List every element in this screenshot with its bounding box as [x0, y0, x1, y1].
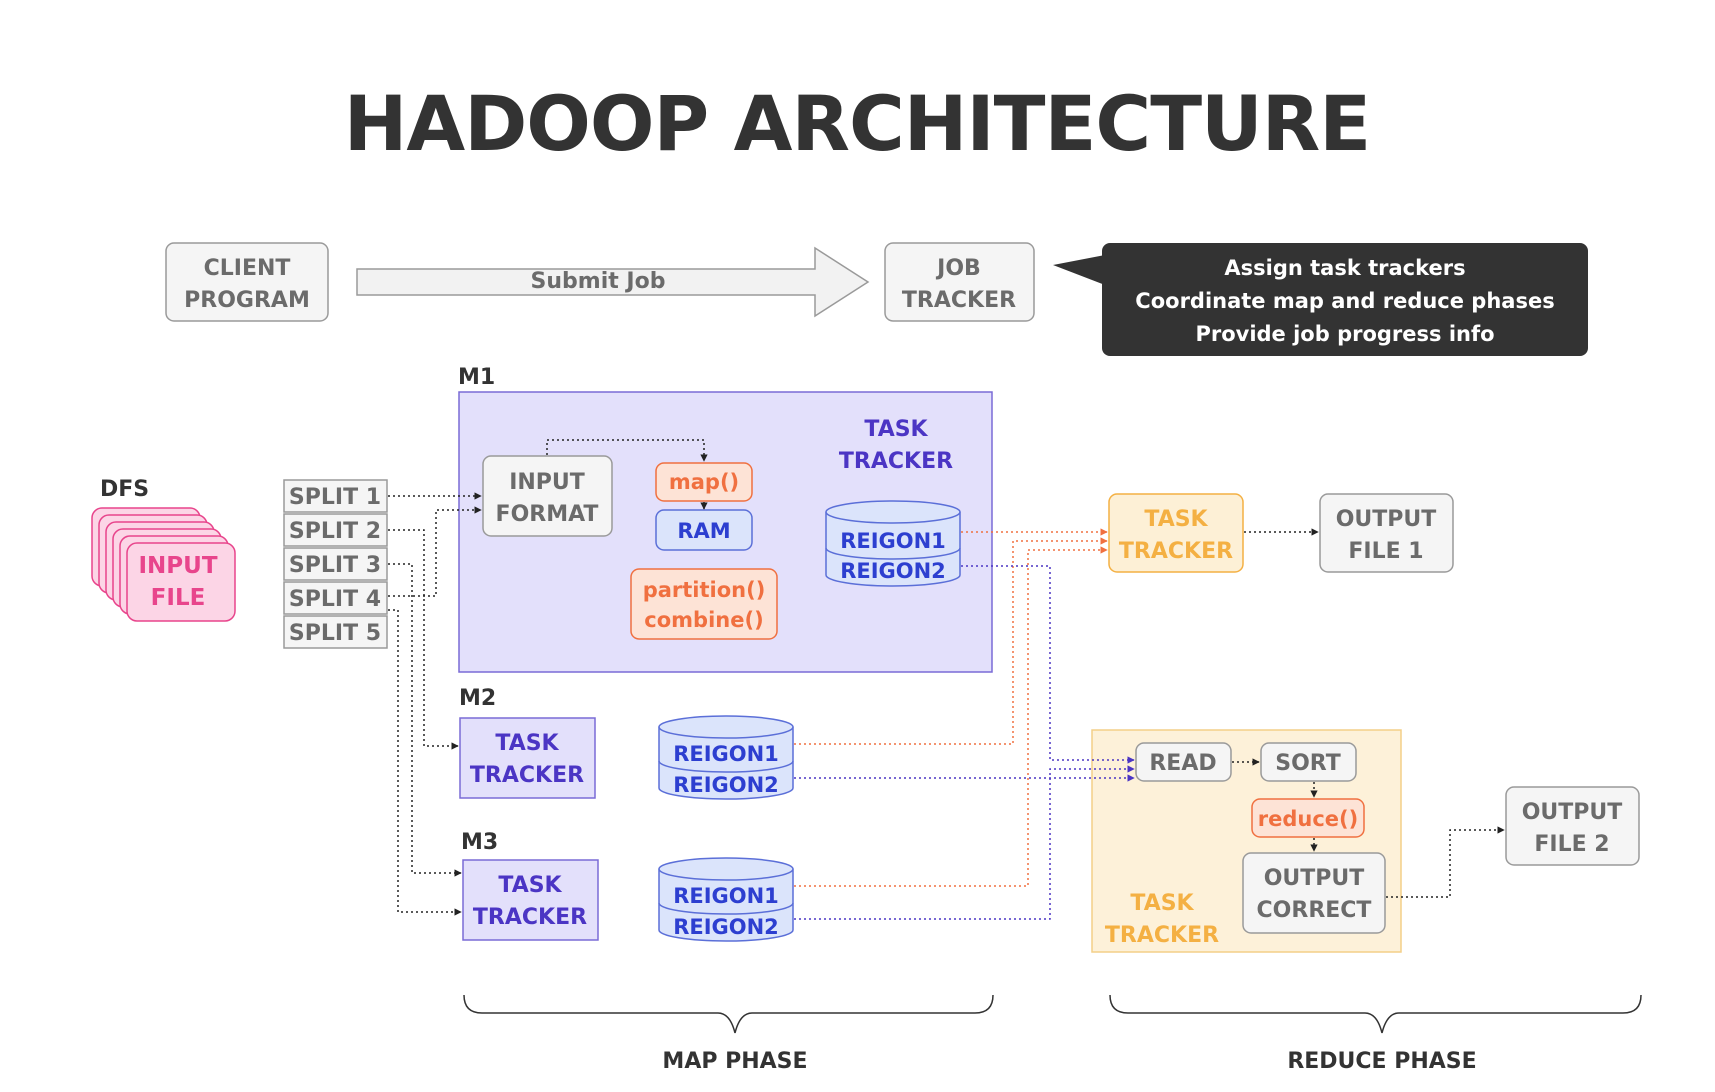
reduce-phase-brace — [1109, 994, 1642, 1034]
m3-regions-cylinder: REIGON1 REIGON2 — [658, 857, 794, 942]
reduce-function-label: reduce() — [1258, 807, 1358, 831]
m3-region2-label: REIGON2 — [673, 915, 779, 939]
output-correct-label-2: CORRECT — [1257, 898, 1372, 923]
partition-label: partition() — [643, 578, 766, 602]
split-1-box — [283, 479, 388, 513]
input-file-stack: INPUT FILE — [91, 507, 236, 622]
m1-task-tracker-label-2: TRACKER — [839, 449, 953, 474]
split-3-label: SPLIT 3 — [289, 553, 381, 578]
partition-combine-box: partition() combine() — [630, 568, 778, 640]
input-format-box: INPUT FORMAT — [482, 455, 613, 537]
note-coordinate-phases: Coordinate map and reduce phases — [1135, 289, 1554, 313]
m1-internal-connectors — [546, 439, 708, 510]
map-function-box: map() — [655, 462, 753, 502]
m1-task-tracker-label-1: TASK — [864, 417, 928, 442]
reduce-task-tracker-2-label-2: TRACKER — [1105, 923, 1219, 948]
m2-task-tracker-label-1: TASK — [495, 731, 559, 756]
dfs-label: DFS — [100, 477, 149, 502]
job-tracker-label-2: TRACKER — [902, 288, 1016, 313]
split-5-label: SPLIT 5 — [289, 621, 381, 646]
client-program-label-1: CLIENT — [204, 256, 291, 281]
client-program-box: CLIENT PROGRAM — [165, 242, 329, 322]
reduce-output-connectors — [1232, 528, 1505, 898]
m1-region2-label: REIGON2 — [840, 559, 946, 583]
ram-label: RAM — [677, 519, 730, 543]
m3-region1-label: REIGON1 — [673, 884, 779, 908]
m3-task-tracker-label-2: TRACKER — [473, 905, 587, 930]
input-format-label-2: FORMAT — [496, 502, 599, 527]
note-job-progress: Provide job progress info — [1195, 322, 1494, 346]
reduce-phase-label: REDUCE PHASE — [1287, 1049, 1476, 1074]
output-file-1-label-2: FILE 1 — [1348, 539, 1423, 564]
output-file-1-label-1: OUTPUT — [1336, 507, 1437, 532]
reduce-task-tracker-2-label-1: TASK — [1130, 891, 1194, 916]
page-title: HADOOP ARCHITECTURE — [344, 79, 1370, 168]
m2-regions-cylinder: REIGON1 REIGON2 — [658, 715, 794, 800]
read-box: READ — [1135, 742, 1232, 782]
region1-connectors — [794, 528, 1108, 887]
m3-label: M3 — [461, 830, 498, 855]
m1-regions-cylinder: REIGON1 REIGON2 — [825, 500, 961, 587]
split-2-box — [283, 513, 388, 547]
sort-box: SORT — [1260, 742, 1357, 782]
sort-label: SORT — [1275, 751, 1341, 776]
map-function-label: map() — [669, 470, 739, 494]
m3-task-tracker-label-1: TASK — [498, 873, 562, 898]
submit-job-arrow: Submit Job — [356, 246, 870, 318]
output-file-2-label-2: FILE 2 — [1534, 832, 1609, 857]
input-format-label-1: INPUT — [509, 470, 585, 495]
output-correct-box: OUTPUT CORRECT — [1242, 852, 1386, 934]
m2-label: M2 — [459, 686, 496, 711]
combine-label: combine() — [644, 608, 763, 632]
split-2-label: SPLIT 2 — [289, 519, 381, 544]
split-5-box — [283, 615, 388, 649]
m2-region2-label: REIGON2 — [673, 773, 779, 797]
output-correct-label-1: OUTPUT — [1264, 866, 1365, 891]
input-file-label-1: INPUT — [138, 553, 217, 579]
note-assign-task-trackers: Assign task trackers — [1224, 256, 1465, 280]
split-3-box — [283, 547, 388, 581]
region2-connectors — [794, 565, 1135, 920]
m1-region1-label: REIGON1 — [840, 529, 946, 553]
split-4-box — [283, 581, 388, 615]
m1-label: M1 — [458, 365, 495, 390]
split-4-label: SPLIT 4 — [289, 587, 381, 612]
map-phase-brace — [463, 994, 994, 1034]
split-connectors — [388, 492, 482, 916]
m3-task-tracker-box: TASK TRACKER — [462, 859, 599, 941]
output-file-2-box: OUTPUT FILE 2 — [1505, 786, 1640, 866]
read-label: READ — [1149, 751, 1216, 776]
map-phase-label: MAP PHASE — [662, 1049, 807, 1074]
job-tracker-label-1: JOB — [935, 256, 981, 281]
m2-task-tracker-label-2: TRACKER — [470, 763, 584, 788]
splits-column: SPLIT 1 SPLIT 2 SPLIT 3 SPLIT 4 SPLIT 5 — [283, 479, 388, 649]
output-file-1-box: OUTPUT FILE 1 — [1319, 493, 1454, 573]
reduce-task-tracker-1-label-1: TASK — [1144, 507, 1208, 532]
client-program-label-2: PROGRAM — [184, 288, 310, 313]
reduce-function-box: reduce() — [1251, 798, 1365, 838]
m2-task-tracker-box: TASK TRACKER — [459, 717, 596, 799]
split-1-label: SPLIT 1 — [289, 485, 381, 510]
job-tracker-notes-callout: Assign task trackers Coordinate map and … — [1053, 243, 1588, 356]
submit-job-label: Submit Job — [531, 269, 666, 294]
ram-box: RAM — [655, 509, 753, 551]
output-file-2-label-1: OUTPUT — [1522, 800, 1623, 825]
job-tracker-box: JOB TRACKER — [884, 242, 1035, 322]
m2-region1-label: REIGON1 — [673, 742, 779, 766]
reduce-task-tracker-1-box: TASK TRACKER — [1108, 493, 1244, 573]
reduce-task-tracker-1-label-2: TRACKER — [1119, 539, 1233, 564]
input-file-label-2: FILE — [151, 585, 206, 611]
